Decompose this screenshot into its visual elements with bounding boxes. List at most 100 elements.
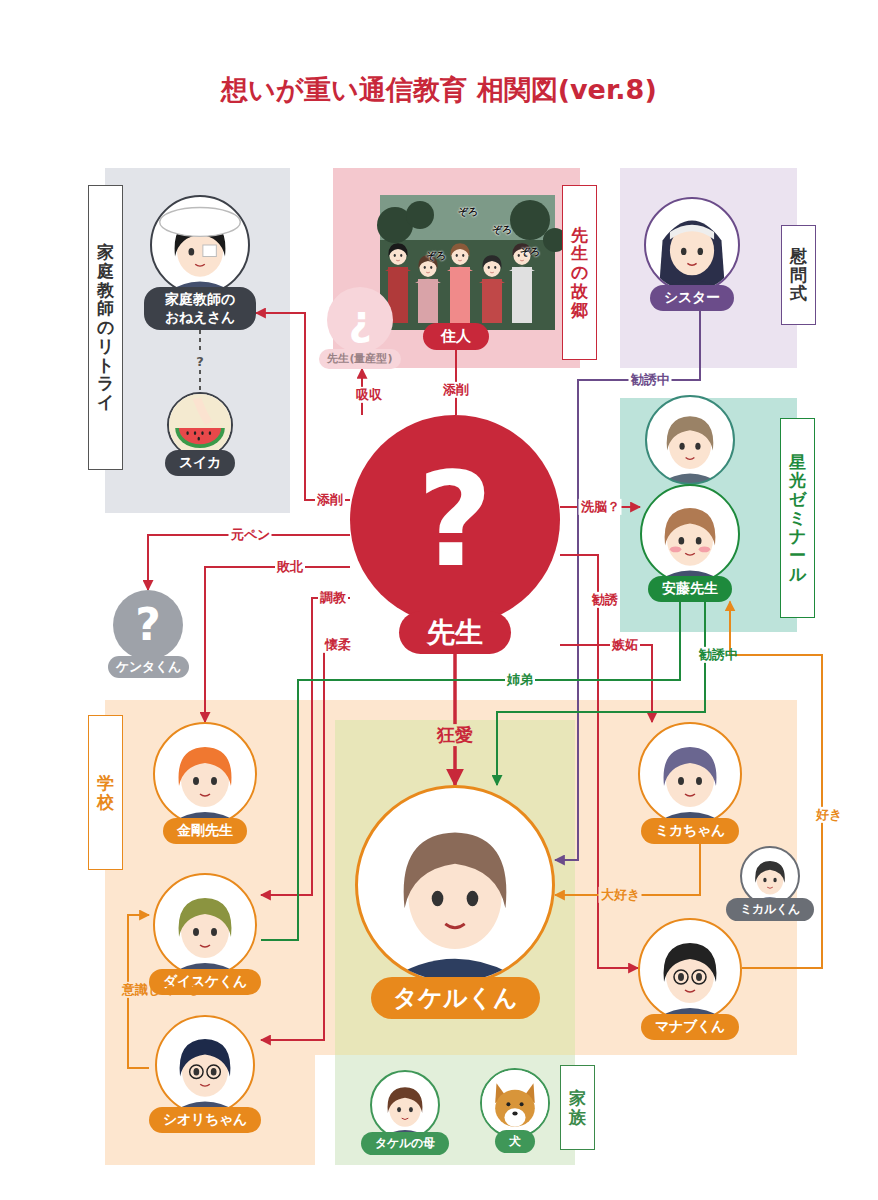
photo-ground [380,195,555,330]
face-part [179,898,232,937]
face-part [180,1039,231,1076]
face-part [664,943,717,982]
sound-effect: ぞろ [426,249,446,263]
face-part [664,747,717,786]
relation-label: 姉弟 [505,672,535,688]
face-part [394,254,396,257]
face-part [686,458,695,460]
face-part [432,891,444,907]
group-region: 安藤先生星光ゼミナール [620,398,797,632]
face-part [179,747,232,786]
face-part [201,431,203,435]
face-part [692,970,706,984]
face-part [512,1112,517,1116]
face-illustration [157,1017,253,1113]
group-heading-box: 学校 [88,715,123,870]
face-part [699,546,711,552]
name-label: 犬 [495,1130,535,1153]
group-region: 家庭教師の おねえさんスイカ家庭教師のリトライ [105,168,290,513]
relation-arrow [560,555,638,968]
relation-arrow [261,645,350,1040]
relation-label: 吸収 [354,387,371,403]
name-label: シオリちゃん [149,1107,261,1133]
relation-label: ? [194,354,206,370]
face-part [426,272,430,274]
person-node: 金剛先生 [153,722,257,844]
face-part [458,260,462,262]
relation-label: 大好き [599,887,642,903]
figure-head [447,243,473,271]
face-part [409,1107,413,1112]
face-part [186,431,188,435]
group-heading: 星光ゼミナール [789,453,806,584]
face-circle [370,1070,440,1140]
relation-label: 敗北 [275,559,305,575]
face-part [685,794,695,796]
teacher-circle: ? [350,415,560,625]
face-illustration [642,486,738,582]
sound-effect: ぞろ [458,205,478,219]
face-part [520,1102,524,1106]
face-part [396,260,400,262]
face-part [193,1068,199,1076]
face-circle [638,722,742,826]
label-text: 好き [816,808,829,822]
face-part [430,266,432,269]
face-part [681,248,687,255]
person-node: 犬 [480,1068,550,1153]
face-part [160,208,241,237]
person-node: ダイスケくん [149,873,261,995]
face-illustration [155,875,255,975]
face-outline [646,396,734,484]
face-part [696,973,702,981]
relation-label: 好き [814,807,831,823]
face-part [209,431,211,435]
group-fill [105,168,290,513]
face-part [400,254,402,257]
village-illustration [377,195,567,330]
face-part [203,245,216,257]
sound-effect: ぞろ [492,223,512,237]
diagram-title: 想いが重い通信教育 相関図(ver.8) [0,72,878,108]
face-part [447,267,473,271]
group-heading: 慰問式 [790,247,807,303]
person-node: マナブくん [638,918,742,1040]
face-circle [646,396,734,484]
group-fill [335,1055,575,1165]
face-part [397,1107,401,1112]
face-part [195,264,205,266]
face-part [404,833,507,909]
face-part [462,254,464,257]
face-part [211,928,217,936]
person-node: ミカちゃん [638,722,742,844]
name-label: 安藤先生 [648,576,732,602]
mystery-node: ¿先生(量産型) [319,287,400,369]
group-heading-box: 家庭教師のリトライ [88,185,123,470]
face-part [767,887,773,888]
face-circle [480,1068,550,1138]
face-part [509,267,535,271]
name-label: 金剛先生 [163,818,247,844]
face-illustration [372,1072,438,1138]
face-part [193,928,199,936]
face-illustration [658,416,721,484]
face-part [200,945,210,947]
person-node: タケルくん [355,785,555,1019]
face-part [678,777,684,785]
face-part [415,279,441,283]
relation-label: 添削 [315,492,345,508]
name-label: 先生 [399,611,511,654]
face-part [467,891,479,907]
face-part [670,546,682,552]
relation-label: 狂愛 [435,724,475,746]
figure-body [482,279,502,323]
person-node: シスター [644,197,740,311]
figure-body [450,267,470,323]
relation-label: 添削 [441,382,471,398]
name-label: ミカルくん [726,898,814,921]
figure-head [479,255,505,283]
face-part [685,553,695,555]
name-label: シスター [650,285,734,311]
face-part [388,1087,423,1113]
tree [510,200,550,240]
